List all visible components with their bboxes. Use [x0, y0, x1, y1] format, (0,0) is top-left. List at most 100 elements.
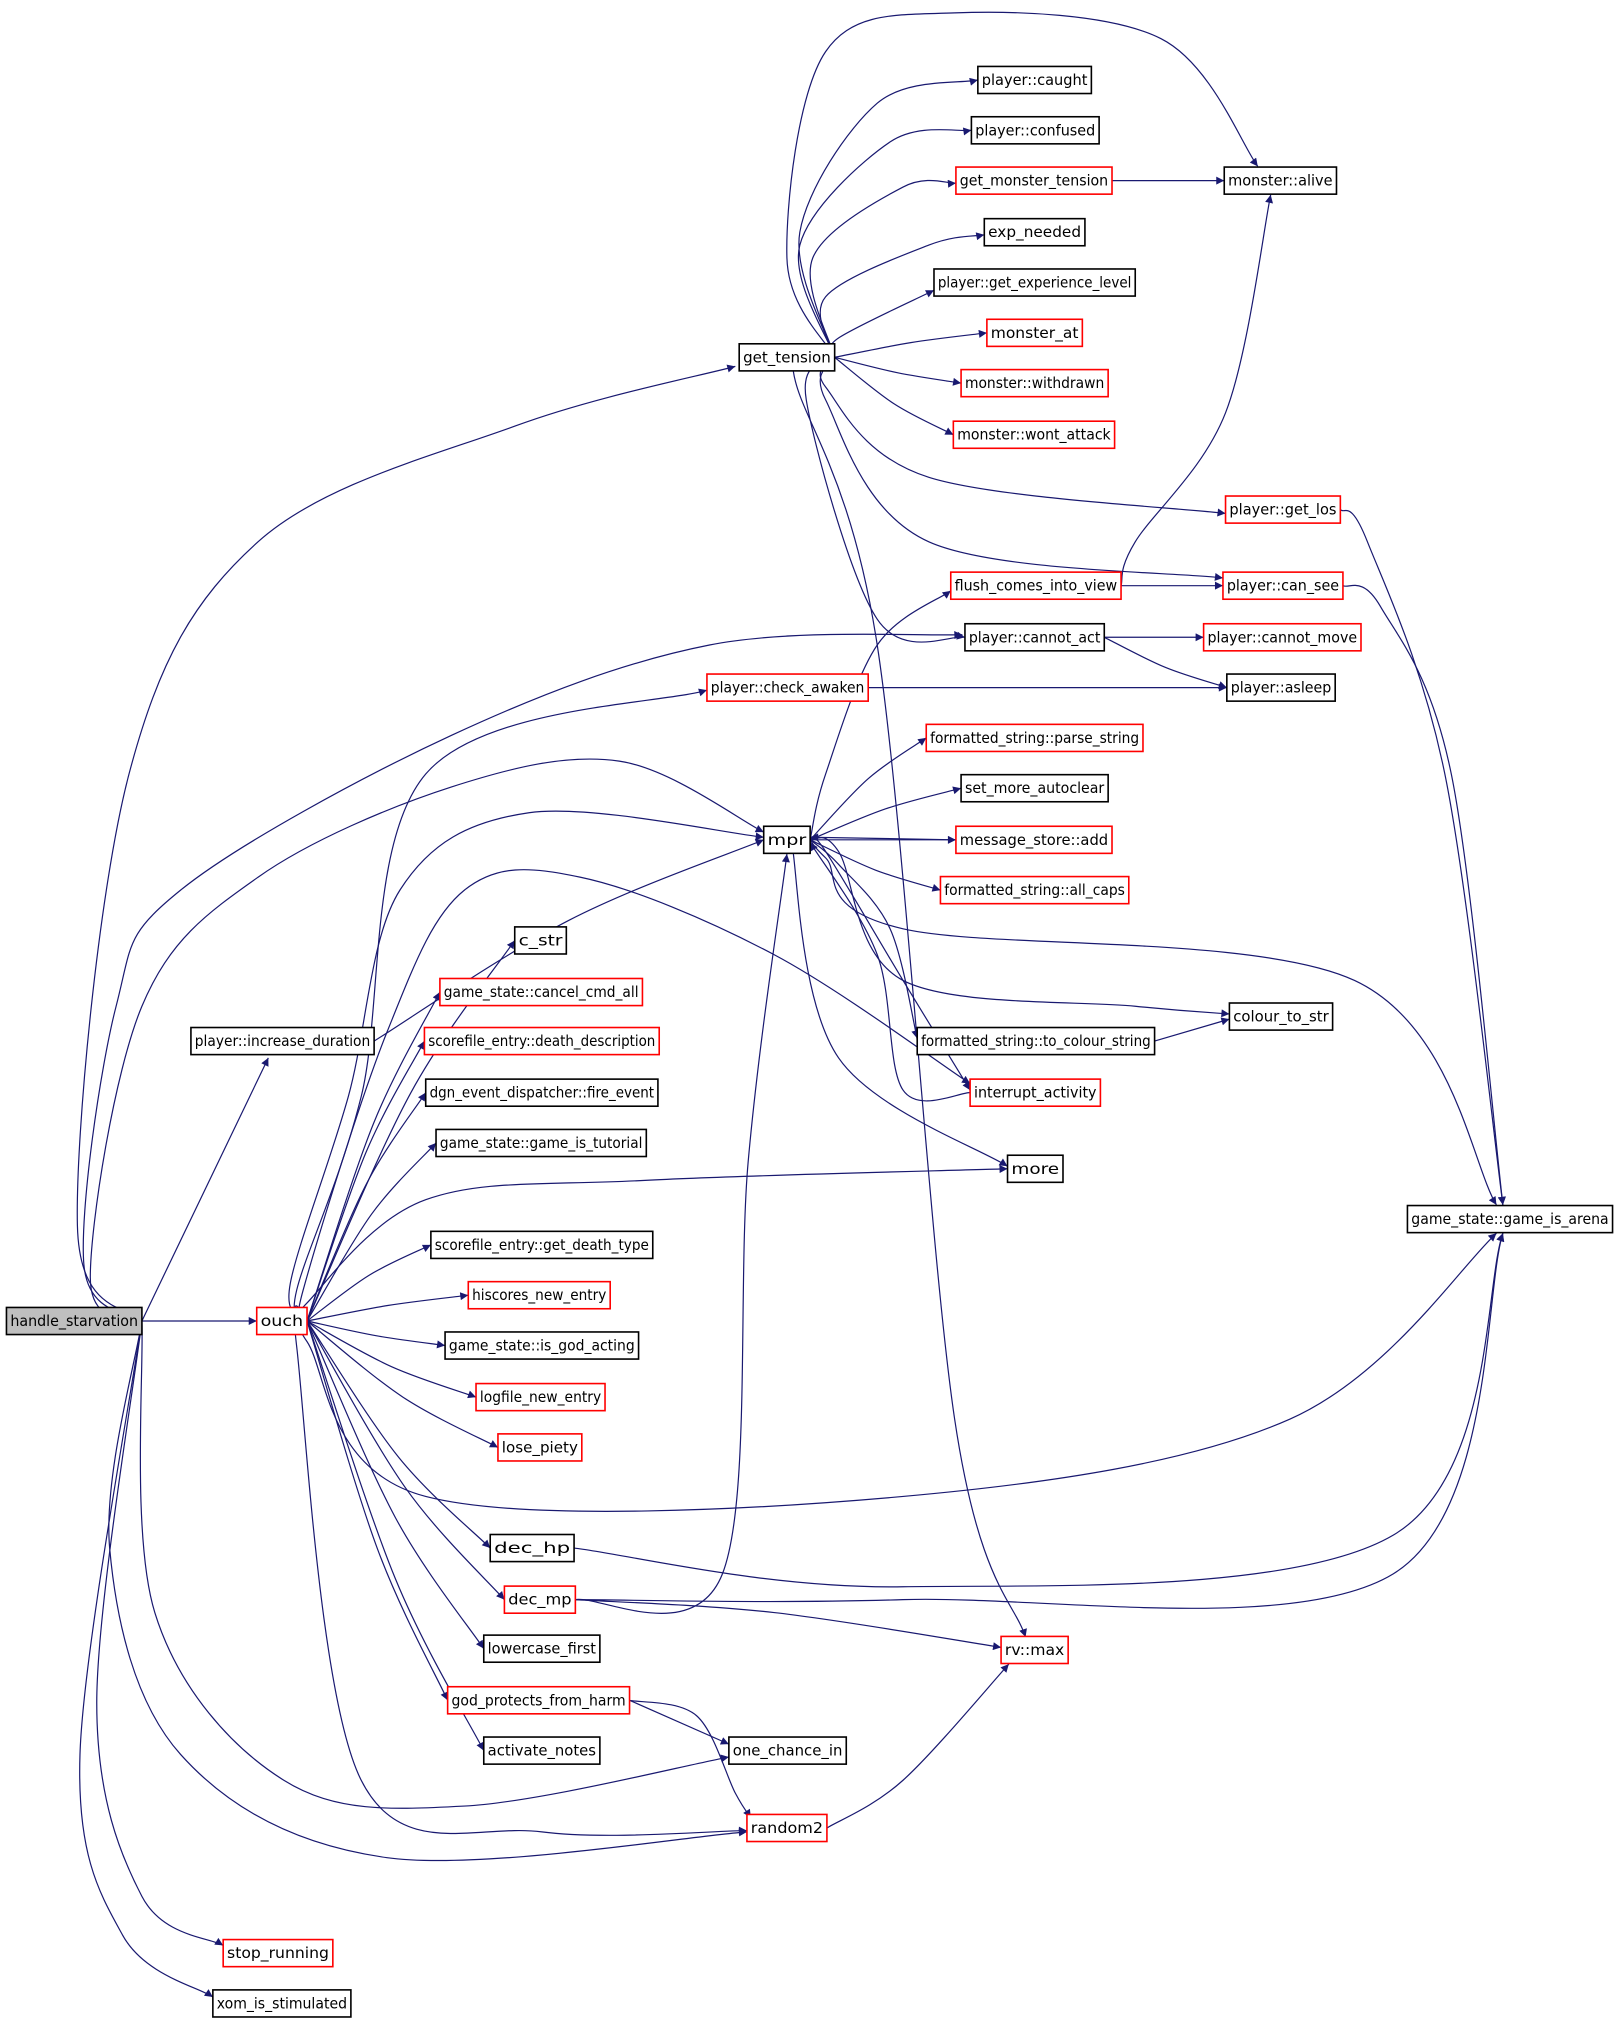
node-ouch[interactable]: ouch — [255, 1306, 308, 1336]
node-box[interactable] — [977, 65, 1093, 95]
node-box[interactable] — [986, 318, 1084, 348]
node-dgn-event-dispatcher-fire-event[interactable]: dgn_event_dispatcher::fire_event — [424, 1078, 659, 1108]
node-box[interactable] — [939, 875, 1130, 905]
node-box[interactable] — [444, 1331, 640, 1360]
node-box[interactable] — [423, 1026, 661, 1056]
node-formatted-string-parse-string[interactable]: formatted_string::parse_string — [925, 723, 1144, 753]
node-box[interactable] — [916, 1026, 1156, 1056]
node-dec-hp[interactable]: dec_hp — [489, 1533, 575, 1563]
node-box[interactable] — [925, 723, 1144, 753]
node-box[interactable] — [467, 1280, 611, 1310]
node-player-get-experience-level[interactable]: player::get_experience_level — [933, 268, 1137, 297]
node-box[interactable] — [1202, 622, 1362, 652]
node-box[interactable] — [1223, 166, 1338, 195]
node-game-state-game-is-tutorial[interactable]: game_state::game_is_tutorial — [435, 1128, 648, 1158]
node-box[interactable] — [1222, 571, 1344, 601]
node-box[interactable] — [706, 673, 869, 702]
node-box[interactable] — [969, 1078, 1102, 1108]
node-box[interactable] — [212, 1989, 352, 2018]
node-box[interactable] — [964, 622, 1106, 652]
node-colour-to-str[interactable]: colour_to_str — [1228, 1002, 1334, 1031]
node-interrupt-activity[interactable]: interrupt_activity — [969, 1078, 1102, 1108]
node-flush-comes-into-view[interactable]: flush_comes_into_view — [949, 571, 1122, 601]
node-player-caught[interactable]: player::caught — [977, 65, 1093, 95]
node-monster-withdrawn[interactable]: monster::withdrawn — [960, 368, 1109, 398]
node-box[interactable] — [955, 825, 1113, 855]
node-box[interactable] — [255, 1306, 308, 1336]
node-scorefile-entry-death-description[interactable]: scorefile_entry::death_description — [423, 1026, 661, 1056]
node-box[interactable] — [1006, 1154, 1064, 1184]
node-player-confused[interactable]: player::confused — [970, 115, 1100, 145]
node-player-increase-duration[interactable]: player::increase_duration — [190, 1026, 375, 1056]
node-set-more-autoclear[interactable]: set_more_autoclear — [960, 773, 1109, 803]
node-box[interactable] — [949, 571, 1122, 601]
node-monster-wont-attack[interactable]: monster::wont_attack — [952, 420, 1116, 450]
node-player-can-see[interactable]: player::can_see — [1222, 571, 1344, 601]
node-monster-alive[interactable]: monster::alive — [1223, 166, 1338, 195]
node-box[interactable] — [1000, 1635, 1069, 1665]
node-box[interactable] — [746, 1813, 828, 1843]
node-box[interactable] — [424, 1078, 659, 1108]
node-lose-piety[interactable]: lose_piety — [497, 1433, 583, 1462]
node-box[interactable] — [222, 1938, 334, 1968]
node-game-state-is-god-acting[interactable]: game_state::is_god_acting — [444, 1331, 640, 1360]
node-lowercase-first[interactable]: lowercase_first — [482, 1634, 601, 1664]
node-get-monster-tension[interactable]: get_monster_tension — [955, 166, 1113, 195]
node-player-cannot-move[interactable]: player::cannot_move — [1202, 622, 1362, 652]
node-box[interactable] — [503, 1585, 577, 1614]
node-box[interactable] — [513, 926, 568, 955]
node-box[interactable] — [1406, 1204, 1614, 1234]
node-box[interactable] — [446, 1685, 631, 1715]
node-hiscores-new-entry[interactable]: hiscores_new_entry — [467, 1280, 611, 1310]
node-box[interactable] — [728, 1736, 848, 1765]
node-game-state-game-is-arena[interactable]: game_state::game_is_arena — [1406, 1204, 1614, 1234]
node-god-protects-from-harm[interactable]: god_protects_from_harm — [446, 1685, 631, 1715]
node-box[interactable] — [933, 268, 1137, 297]
node-monster-at[interactable]: monster_at — [986, 318, 1084, 348]
node-box[interactable] — [738, 342, 836, 372]
node-dec-mp[interactable]: dec_mp — [503, 1585, 577, 1614]
node-message-store-add[interactable]: message_store::add — [955, 825, 1113, 855]
node-game-state-cancel-cmd-all[interactable]: game_state::cancel_cmd_all — [439, 977, 644, 1007]
node-box[interactable] — [190, 1026, 375, 1056]
node-box[interactable] — [762, 825, 811, 855]
node-get-tension[interactable]: get_tension — [738, 342, 836, 372]
node-box[interactable] — [439, 977, 644, 1007]
node-box[interactable] — [497, 1433, 583, 1462]
node-xom-is-stimulated[interactable]: xom_is_stimulated — [212, 1989, 352, 2018]
node-box[interactable] — [955, 166, 1113, 195]
node-mpr[interactable]: mpr — [762, 825, 811, 855]
node-box[interactable] — [482, 1736, 601, 1765]
node-formatted-string-all-caps[interactable]: formatted_string::all_caps — [939, 875, 1130, 905]
node-box[interactable] — [489, 1533, 575, 1563]
node-activate-notes[interactable]: activate_notes — [482, 1736, 601, 1765]
node-box[interactable] — [960, 773, 1109, 803]
node-box[interactable] — [435, 1128, 648, 1158]
node-random2[interactable]: random2 — [746, 1813, 828, 1843]
node-box[interactable] — [983, 217, 1086, 247]
node-scorefile-entry-get-death-type[interactable]: scorefile_entry::get_death_type — [430, 1230, 654, 1260]
node-one-chance-in[interactable]: one_chance_in — [728, 1736, 848, 1765]
node-player-get-los[interactable]: player::get_los — [1224, 495, 1342, 524]
node-formatted-string-to-colour-string[interactable]: formatted_string::to_colour_string — [916, 1026, 1156, 1056]
node-box[interactable] — [1226, 673, 1336, 702]
node-box[interactable] — [1228, 1002, 1334, 1031]
node-rv-max[interactable]: rv::max — [1000, 1635, 1069, 1665]
node-box[interactable] — [430, 1230, 654, 1260]
node-exp-needed[interactable]: exp_needed — [983, 217, 1086, 247]
node-player-check-awaken[interactable]: player::check_awaken — [706, 673, 869, 702]
node-more[interactable]: more — [1006, 1154, 1064, 1184]
node-stop-running[interactable]: stop_running — [222, 1938, 334, 1968]
node-box[interactable] — [1224, 495, 1342, 524]
node-box[interactable] — [5, 1306, 143, 1336]
node-c-str[interactable]: c_str — [513, 926, 568, 955]
node-box[interactable] — [952, 420, 1116, 450]
node-logfile-new-entry[interactable]: logfile_new_entry — [475, 1382, 606, 1412]
node-player-asleep[interactable]: player::asleep — [1226, 673, 1336, 702]
node-player-cannot-act[interactable]: player::cannot_act — [964, 622, 1106, 652]
node-box[interactable] — [475, 1382, 606, 1412]
node-box[interactable] — [960, 368, 1109, 398]
node-handle-starvation[interactable]: handle_starvation — [5, 1306, 143, 1336]
node-box[interactable] — [482, 1634, 601, 1664]
node-box[interactable] — [970, 115, 1100, 145]
